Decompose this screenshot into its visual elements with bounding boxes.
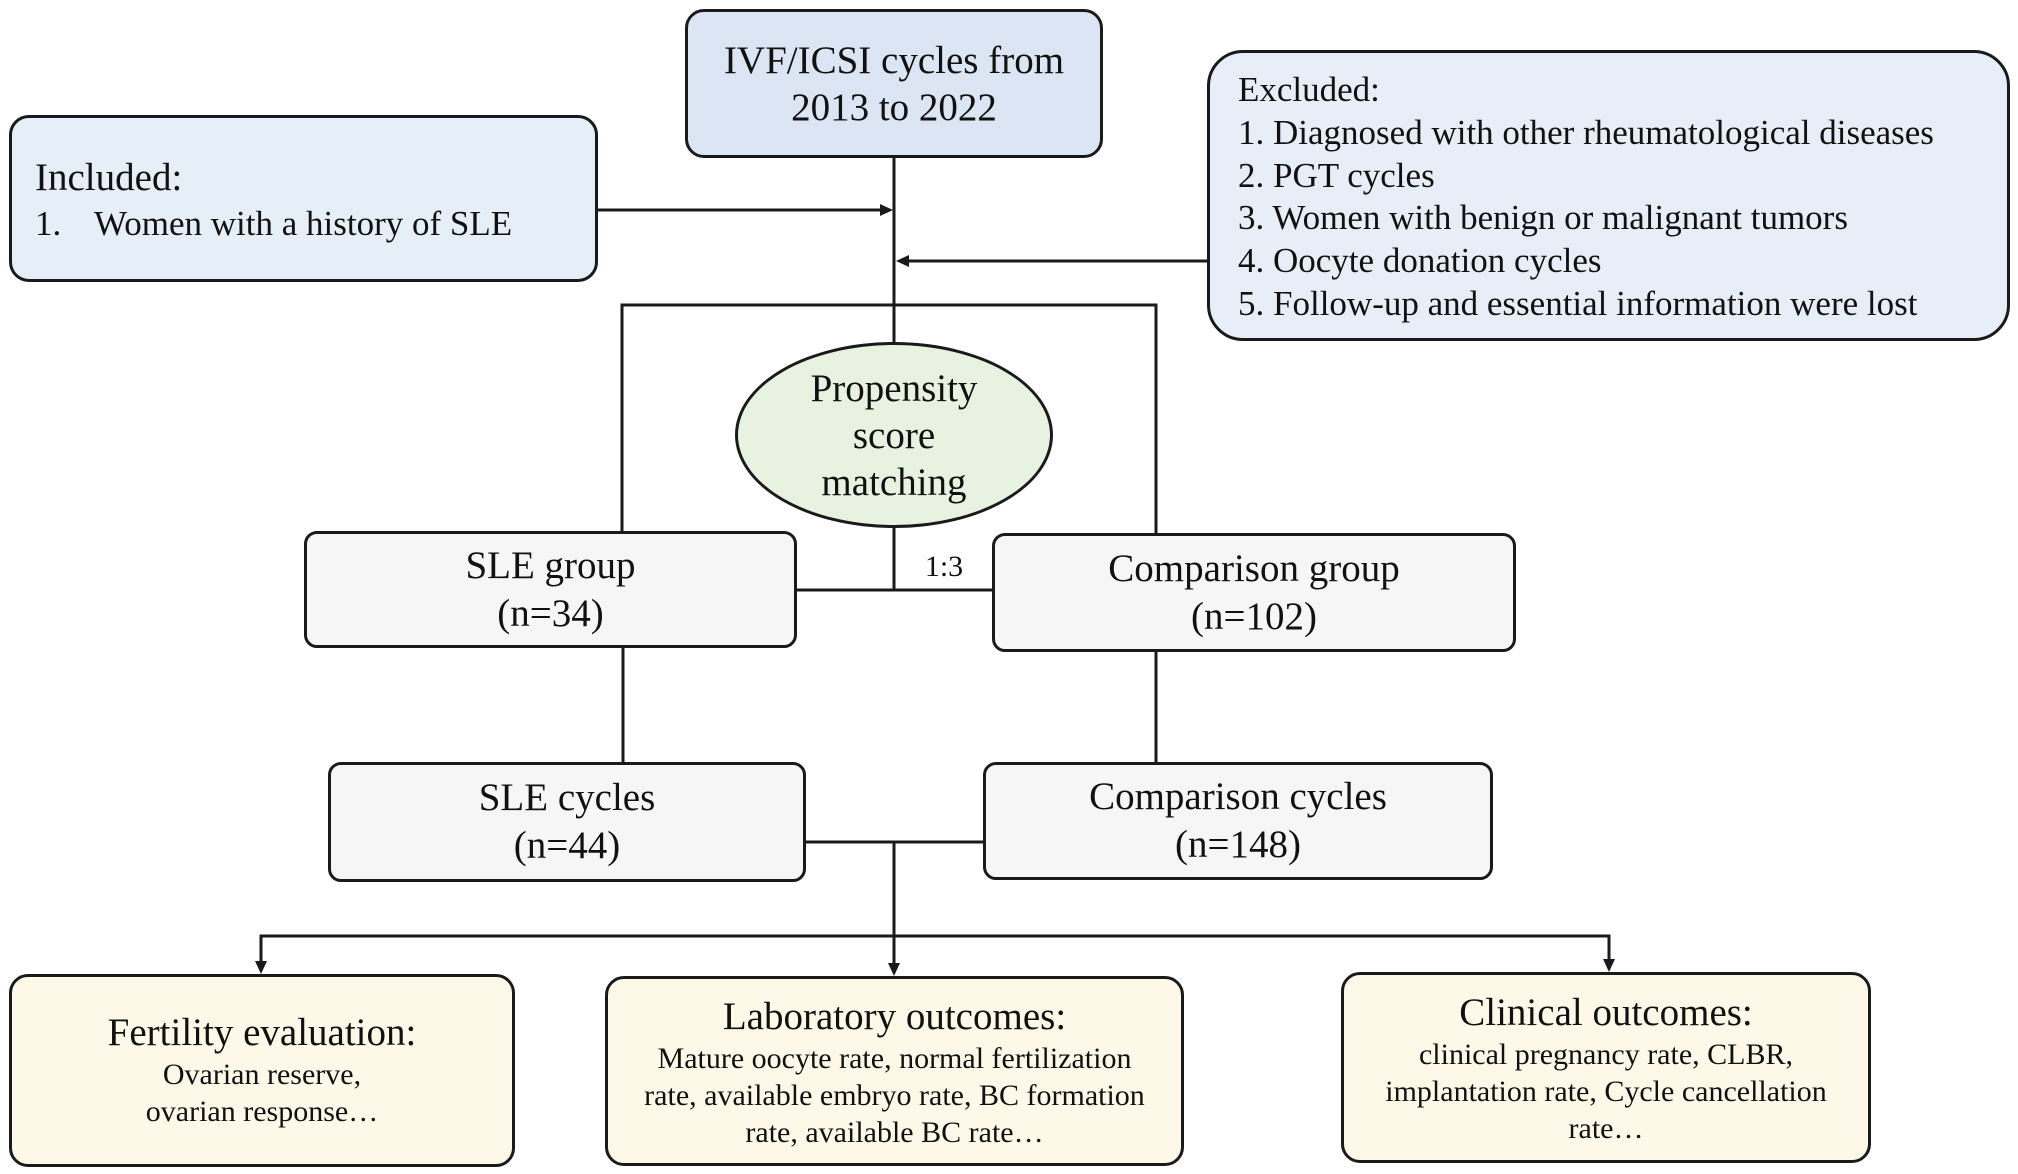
source-cycles-box: IVF/ICSI cycles from 2013 to 2022 [685, 9, 1103, 158]
matching-ratio-label: 1:3 [924, 550, 964, 583]
laboratory-detail-line: Mature oocyte rate, normal fertilization [657, 1042, 1132, 1075]
comparison-group-label: Comparison group [1108, 546, 1400, 590]
exclusion-item: 5. Follow-up and essential information w… [1238, 283, 2007, 326]
fertility-evaluation-box: Fertility evaluation: Ovarian reserve, o… [9, 974, 515, 1167]
clinical-detail-line: implantation rate, Cycle cancellation [1385, 1075, 1827, 1108]
laboratory-detail-line: rate, available BC rate… [745, 1116, 1044, 1149]
sle-group-label: SLE group [465, 543, 636, 587]
exclusion-item-number: 3. [1238, 198, 1265, 238]
arrowhead-included [880, 204, 893, 216]
clinical-detail-line: clinical pregnancy rate, CLBR, [1418, 1038, 1794, 1071]
exclusion-item-text: Diagnosed with other rheumatological dis… [1273, 112, 1934, 152]
inclusion-item-number: 1. [35, 204, 62, 243]
comparison-group-box: Comparison group (n=102) [992, 533, 1516, 652]
sle-cycles-label: SLE cycles [478, 776, 656, 819]
exclusion-item: 3. Women with benign or malignant tumors [1238, 197, 2007, 240]
arrowhead-fertility [255, 961, 267, 974]
fertility-heading: Fertility evaluation: [107, 1011, 417, 1054]
laboratory-heading: Laboratory outcomes: [722, 995, 1067, 1038]
arrowhead-excluded [896, 255, 909, 267]
inclusion-item-text: Women with a history of SLE [94, 204, 513, 243]
source-line: 2013 to 2022 [791, 85, 997, 129]
propensity-matching-ellipse: Propensity score matching [735, 342, 1053, 528]
exclusion-item: 1. Diagnosed with other rheumatological … [1238, 112, 2007, 155]
comparison-group-count: (n=102) [1191, 594, 1317, 638]
matching-line: score [852, 413, 936, 457]
sle-group-count: (n=34) [497, 591, 604, 635]
matching-line: matching [821, 460, 967, 504]
sle-cycles-box: SLE cycles (n=44) [328, 762, 806, 882]
source-line: IVF/ICSI cycles from [723, 38, 1065, 82]
exclusion-item-text: PGT cycles [1273, 155, 1435, 195]
laboratory-detail-line: rate, available embryo rate, BC formatio… [644, 1079, 1145, 1112]
exclusion-criteria-box: Excluded: 1. Diagnosed with other rheuma… [1207, 50, 2010, 341]
exclusion-item-number: 4. [1238, 241, 1265, 280]
fertility-detail-line: ovarian response… [145, 1095, 379, 1128]
clinical-outcomes-box: Clinical outcomes: clinical pregnancy ra… [1341, 972, 1871, 1163]
inclusion-item: 1. Women with a history of SLE [35, 201, 595, 247]
comparison-cycles-count: (n=148) [1175, 823, 1301, 866]
fertility-detail-line: Ovarian reserve, [162, 1058, 362, 1091]
exclusion-item-text: Follow-up and essential information were… [1273, 283, 1918, 323]
exclusion-item-number: 1. [1238, 112, 1265, 152]
exclusion-heading: Excluded: [1238, 70, 1380, 109]
exclusion-item: 4. Oocyte donation cycles [1238, 240, 2007, 283]
inclusion-heading: Included: [35, 156, 183, 199]
exclusion-item-text: Oocyte donation cycles [1273, 241, 1602, 280]
comparison-cycles-label: Comparison cycles [1089, 775, 1387, 818]
arrowhead-clinical [1603, 959, 1615, 972]
sle-group-box: SLE group (n=34) [304, 531, 797, 648]
comparison-cycles-box: Comparison cycles (n=148) [983, 762, 1493, 880]
exclusion-item-number: 5. [1238, 283, 1265, 323]
clinical-heading: Clinical outcomes: [1459, 991, 1753, 1034]
sle-cycles-count: (n=44) [513, 824, 621, 867]
clinical-detail-line: rate… [1568, 1112, 1644, 1145]
laboratory-outcomes-box: Laboratory outcomes: Mature oocyte rate,… [605, 976, 1184, 1166]
exclusion-item-number: 2. [1238, 155, 1265, 195]
arrowhead-laboratory [888, 963, 900, 976]
matching-line: Propensity [810, 366, 978, 410]
inclusion-criteria-box: Included: 1. Women with a history of SLE [9, 115, 598, 282]
exclusion-item-text: Women with benign or malignant tumors [1272, 198, 1848, 238]
exclusion-item: 2. PGT cycles [1238, 155, 2007, 198]
